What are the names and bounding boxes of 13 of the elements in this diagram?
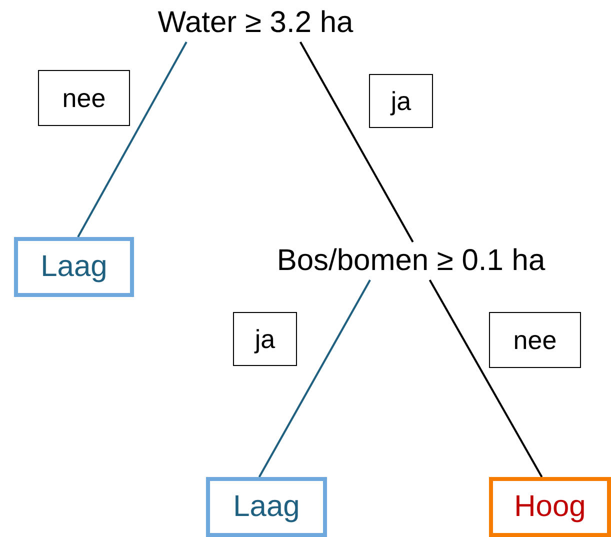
decision-text: Water ≥ 3.2 ha [118, 4, 393, 42]
connector-line [428, 280, 543, 478]
leaf-box: Hoog [489, 477, 611, 537]
decision-text: Bos/bomen ≥ 0.1 ha [226, 242, 596, 280]
connector-line [300, 42, 414, 242]
edge-label: ja [369, 74, 433, 128]
connector-line [258, 280, 371, 478]
leaf-box: Laag [206, 477, 327, 537]
edge-label: nee [38, 70, 130, 126]
connector-line [77, 42, 188, 238]
edge-label: ja [233, 312, 297, 366]
leaf-box: Laag [14, 237, 134, 297]
edge-label: nee [489, 312, 581, 368]
